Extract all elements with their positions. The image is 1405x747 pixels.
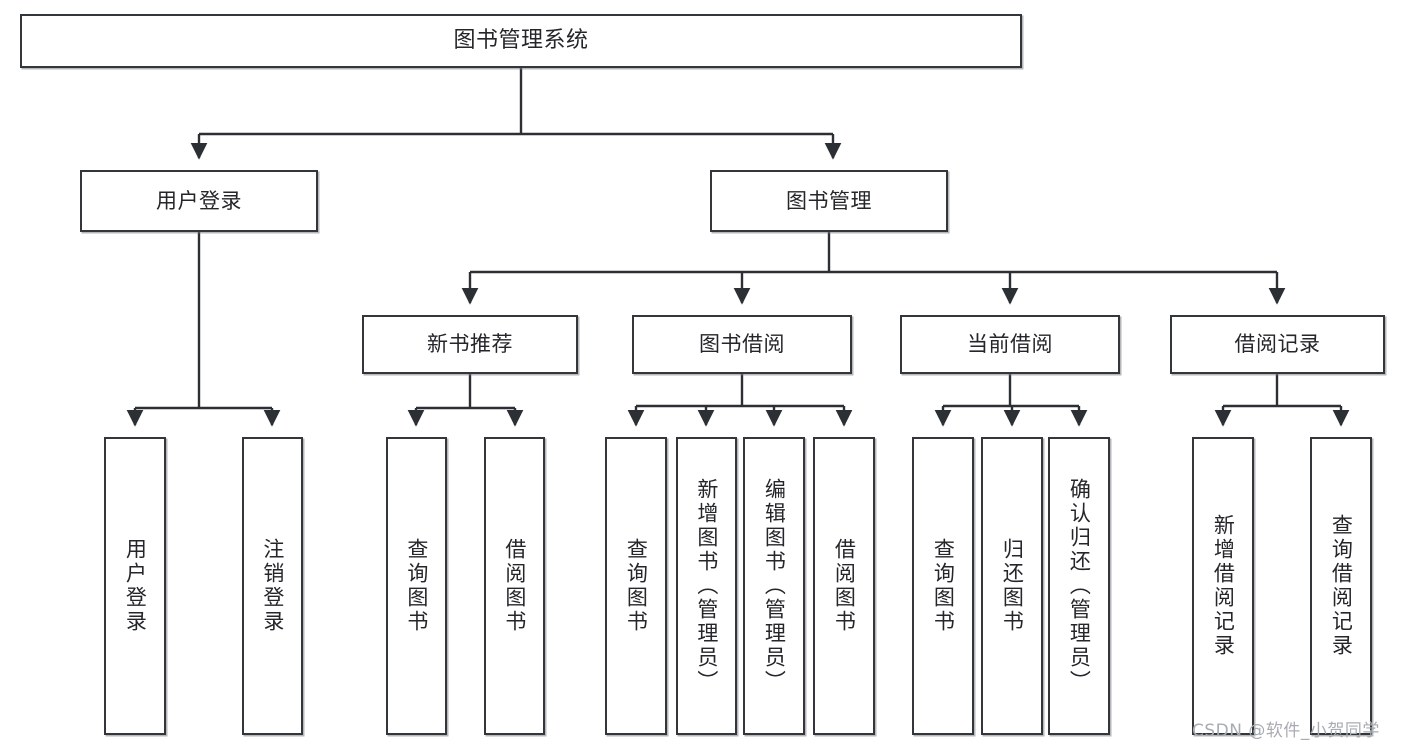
leaf-query-borrow-record-label: 查询借阅记录 xyxy=(1329,514,1354,658)
leaf-add-borrow-record-label: 新增借阅记录 xyxy=(1211,514,1236,658)
leaf-edit-book-admin[interactable]: 编辑图书（管理员） xyxy=(743,437,805,735)
node-book-management-label: 图书管理 xyxy=(786,188,872,213)
node-user-login[interactable]: 用户登录 xyxy=(80,170,318,232)
node-root[interactable]: 图书管理系统 xyxy=(20,14,1022,68)
leaf-add-book-admin-label: 新增图书（管理员） xyxy=(694,478,719,694)
node-user-login-label: 用户登录 xyxy=(156,188,242,213)
leaf-borrow-book[interactable]: 借阅图书 xyxy=(813,437,875,735)
leaf-borrow-book-recommend[interactable]: 借阅图书 xyxy=(484,437,545,735)
leaf-return-book[interactable]: 归还图书 xyxy=(981,437,1043,735)
node-current-borrow[interactable]: 当前借阅 xyxy=(900,315,1120,374)
node-book-borrow[interactable]: 图书借阅 xyxy=(632,315,852,374)
leaf-query-book-borrow[interactable]: 查询图书 xyxy=(605,437,667,735)
leaf-borrow-book-recommend-label: 借阅图书 xyxy=(502,538,527,634)
leaf-user-login[interactable]: 用户登录 xyxy=(104,437,166,735)
leaf-add-borrow-record[interactable]: 新增借阅记录 xyxy=(1192,437,1254,735)
leaf-logout[interactable]: 注销登录 xyxy=(242,437,303,735)
node-book-borrow-label: 图书借阅 xyxy=(699,332,785,357)
leaf-confirm-return-admin[interactable]: 确认归还（管理员） xyxy=(1048,437,1110,735)
node-current-borrow-label: 当前借阅 xyxy=(967,332,1053,357)
node-borrow-record[interactable]: 借阅记录 xyxy=(1170,315,1385,374)
node-root-label: 图书管理系统 xyxy=(453,28,589,54)
node-new-book-recommend[interactable]: 新书推荐 xyxy=(362,315,578,374)
leaf-query-book-current[interactable]: 查询图书 xyxy=(912,437,974,735)
csdn-watermark: CSDN @软件_小贺同学 xyxy=(1192,721,1380,741)
leaf-add-book-admin[interactable]: 新增图书（管理员） xyxy=(676,437,737,735)
leaf-query-book-borrow-label: 查询图书 xyxy=(624,538,649,634)
leaf-borrow-book-label: 借阅图书 xyxy=(832,538,857,634)
leaf-return-book-label: 归还图书 xyxy=(1000,538,1025,634)
leaf-logout-label: 注销登录 xyxy=(260,538,285,634)
leaf-edit-book-admin-label: 编辑图书（管理员） xyxy=(762,478,787,694)
leaf-query-book-recommend[interactable]: 查询图书 xyxy=(386,437,447,735)
leaf-query-borrow-record[interactable]: 查询借阅记录 xyxy=(1310,437,1372,735)
node-book-management[interactable]: 图书管理 xyxy=(710,170,948,232)
leaf-user-login-label: 用户登录 xyxy=(123,538,148,634)
node-new-book-recommend-label: 新书推荐 xyxy=(427,332,513,357)
node-borrow-record-label: 借阅记录 xyxy=(1234,332,1321,357)
leaf-query-book-current-label: 查询图书 xyxy=(931,538,956,634)
leaf-confirm-return-admin-label: 确认归还（管理员） xyxy=(1067,478,1092,694)
leaf-query-book-recommend-label: 查询图书 xyxy=(404,538,429,634)
